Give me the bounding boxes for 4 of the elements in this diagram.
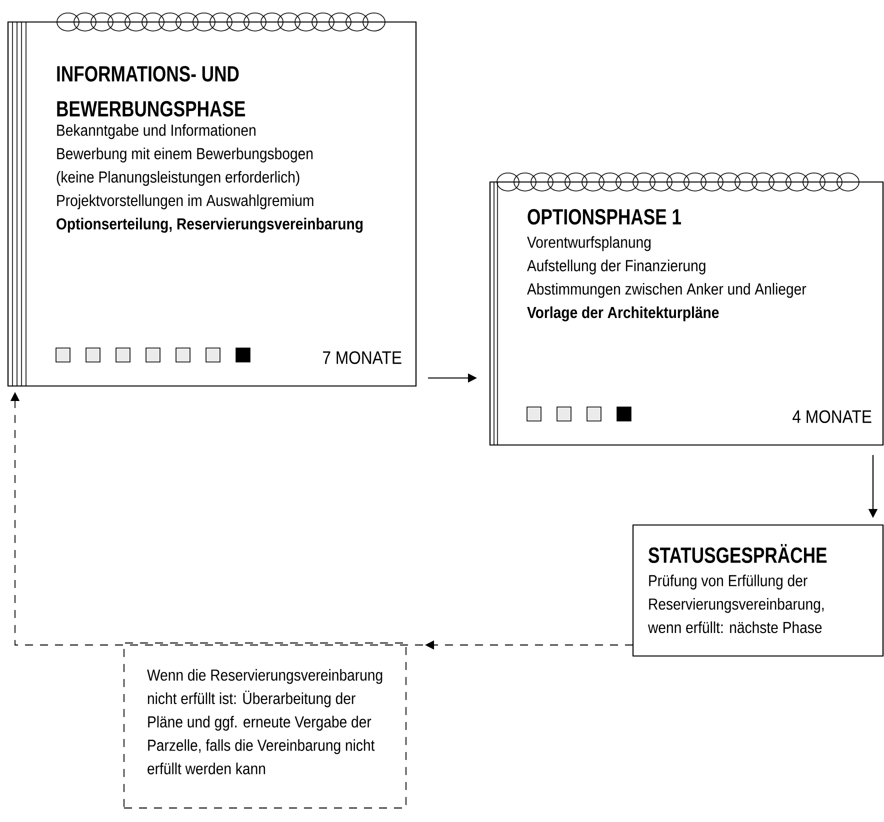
note-box: Wenn die Reservierungsvereinbarung nicht erfüllt ist: Überarbeitung der Pläne und ggf. erneute Vergabe der Parzelle, falls die Vereinbarung nicht erfüllt werden kann (124, 642, 406, 808)
status-box: STATUSGESPRÄCHE Prüfung von Erfüllung der Reservierungsvereinbarung, wenn erfüllt: nächste Phase (632, 524, 884, 657)
notebook-card: OPTIONSPHASE 1 Vorentwurfsplanung Aufstellung der Finanzierung Abstimmungen zwischen Anker und Anlieger Vorlage der Architekturpläne 4 MONATE (489, 172, 884, 446)
notebook-card: INFORMATIONS- UND BEWERBUNGSPHASE Bekanntgabe und Informationen Bewerbung mit einem Bewerbungsbogen (keine Planungsleistungen erforderlich) Projektvorstellungen im Auswahlgremium Optionserteilung, Reservierungsvereinbarung 7 MONATE (7, 12, 417, 387)
